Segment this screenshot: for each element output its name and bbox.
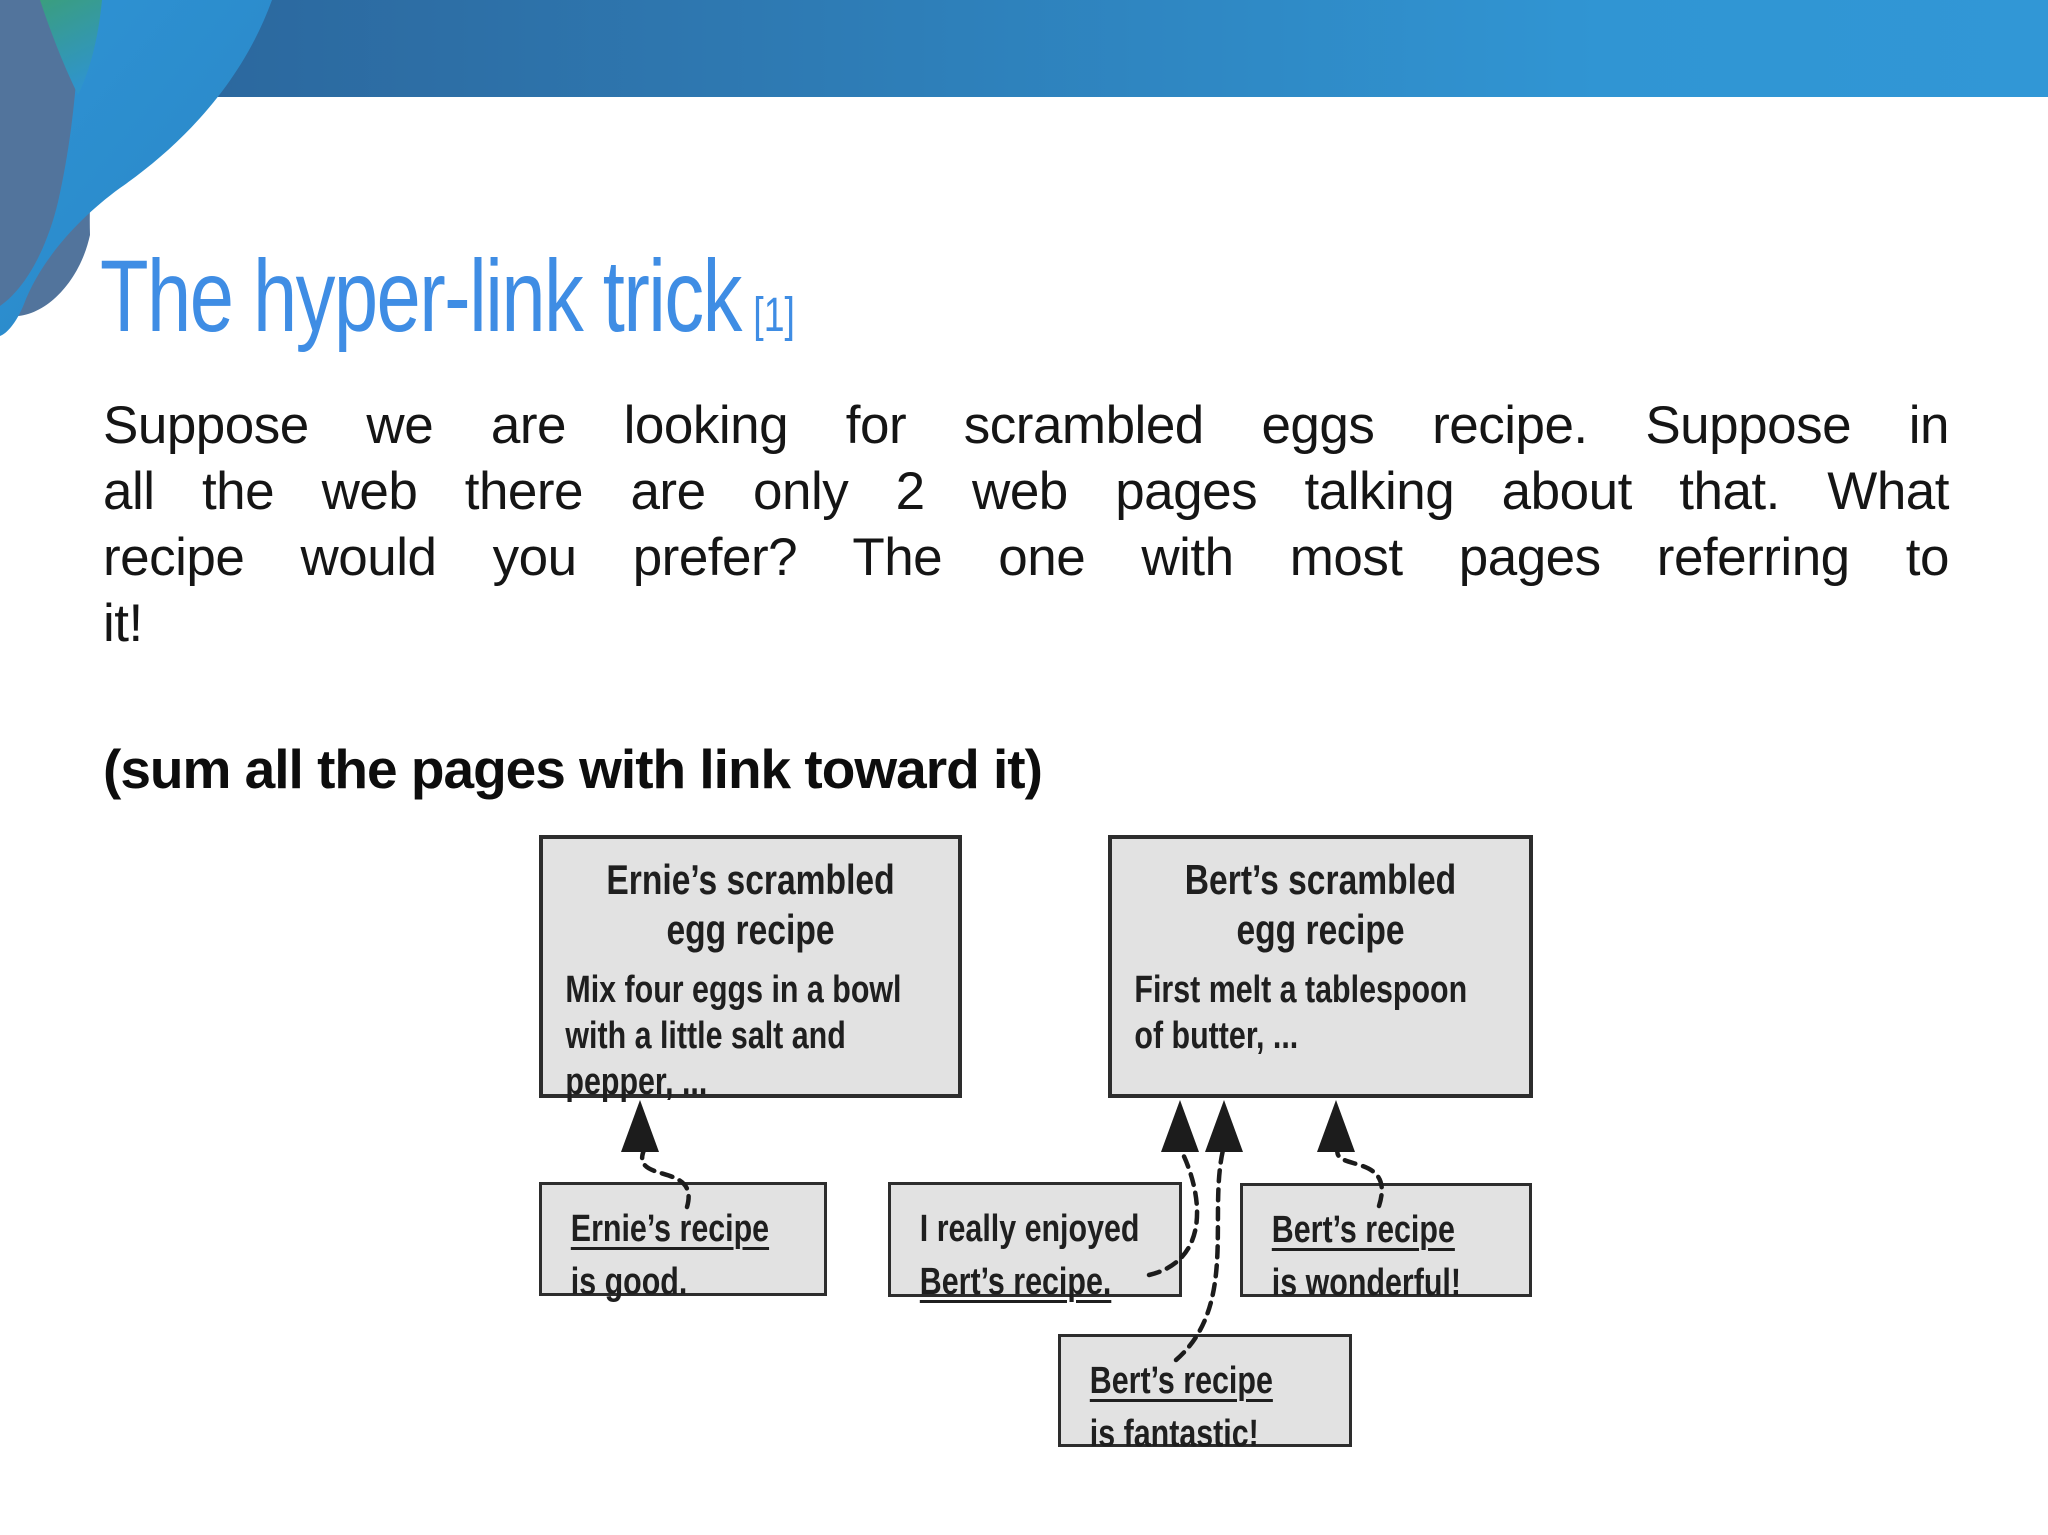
fantastic-link-text: Bert’s recipe is fantastic! [1061, 1337, 1349, 1461]
paragraph-line: it! [103, 594, 143, 653]
hyperlink-text: Ernie’s recipe [570, 1208, 770, 1250]
enjoyed-link-box: I really enjoyed Bert’s recipe. [888, 1182, 1182, 1303]
paragraph-line: all the web there are only 2 web pages t… [103, 462, 1950, 521]
fantastic-link-box: Bert’s recipe is fantastic! [1058, 1334, 1352, 1455]
arrowhead-bert-left [1161, 1100, 1199, 1152]
bold-note: (sum all the pages with link toward it) [103, 738, 1043, 800]
corner-swoosh-decoration [0, 0, 272, 336]
body-paragraph: Suppose we are looking for scrambled egg… [103, 393, 1950, 657]
swoosh-green-sliver [40, 0, 102, 95]
bert-page-body: First melt a tablespoon of butter, ... [1134, 969, 1468, 1057]
wonderful-link-text: Bert’s recipe is wonderful! [1243, 1186, 1529, 1310]
page-title: The hyper-link trick [1] [100, 240, 795, 352]
arrowhead-bert-right [1317, 1100, 1355, 1152]
hyperlink-text: Bert’s recipe [1271, 1209, 1455, 1251]
ernie-page-title: Ernie’s scrambled egg recipe [606, 856, 895, 953]
wonderful-link-box: Bert’s recipe is wonderful! [1240, 1183, 1532, 1304]
ernie-page-body: Mix four eggs in a bowl with a little sa… [565, 969, 902, 1103]
header-band [0, 0, 2048, 97]
enjoyed-link-text: I really enjoyed Bert’s recipe. [891, 1185, 1179, 1309]
ernie-link-box: Ernie’s recipe is good. [539, 1182, 827, 1303]
paragraph-line: Suppose we are looking for scrambled egg… [103, 396, 1950, 455]
paragraph-line: recipe would you prefer? The one with mo… [103, 528, 1950, 587]
swoosh-blue-petal [0, 0, 272, 336]
arrowhead-bert-middle [1205, 1100, 1243, 1152]
bert-page-title: Bert’s scrambled egg recipe [1184, 856, 1457, 953]
ernie-link-text: Ernie’s recipe is good. [542, 1185, 824, 1309]
arrowhead-ernie [621, 1100, 659, 1152]
hyperlink-text: Bert’s recipe. [919, 1261, 1112, 1303]
hyperlink-text: Bert’s recipe [1089, 1360, 1273, 1402]
slide-title-text: The hyper-link trick [100, 239, 742, 353]
ernie-page-box: Ernie’s scrambled egg recipe Mix four eg… [539, 835, 962, 1103]
bert-page-box: Bert’s scrambled egg recipe First melt a… [1108, 835, 1533, 1098]
arrow-fantastic-link-to-bert-page [1173, 1147, 1226, 1363]
title-citation-ref: [1] [753, 289, 795, 342]
